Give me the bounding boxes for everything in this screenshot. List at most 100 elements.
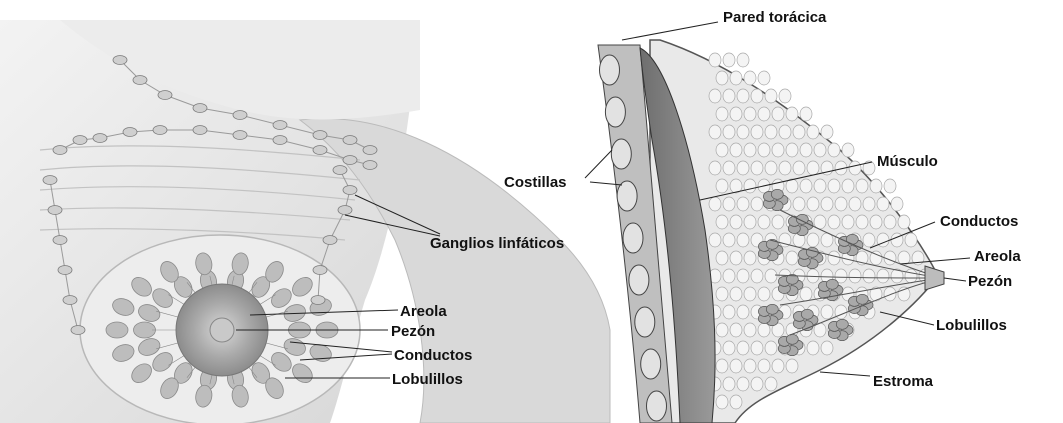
fat-cell bbox=[849, 269, 861, 283]
fat-cell bbox=[842, 215, 854, 229]
fat-cell bbox=[730, 71, 742, 85]
fat-cell bbox=[737, 125, 749, 139]
fat-cell bbox=[786, 251, 798, 265]
lymph-node bbox=[58, 266, 72, 275]
fat-cell bbox=[716, 323, 728, 337]
fat-cell bbox=[877, 269, 889, 283]
fat-cell bbox=[821, 197, 833, 211]
lymph-node bbox=[343, 186, 357, 195]
fat-cell bbox=[807, 125, 819, 139]
fat-cell bbox=[758, 143, 770, 157]
side-lobule bbox=[766, 304, 778, 314]
fat-cell bbox=[758, 287, 770, 301]
fat-cell bbox=[744, 251, 756, 265]
fat-cell bbox=[723, 125, 735, 139]
label-muscle: Músculo bbox=[877, 153, 938, 170]
fat-cell bbox=[744, 143, 756, 157]
lymph-node bbox=[343, 136, 357, 145]
fat-cell bbox=[821, 125, 833, 139]
lymph-node bbox=[133, 76, 147, 85]
lymph-node bbox=[193, 126, 207, 135]
lymph-node bbox=[313, 146, 327, 155]
fat-cell bbox=[765, 161, 777, 175]
fat-cell bbox=[870, 179, 882, 193]
lymph-node bbox=[153, 126, 167, 135]
lymph-node bbox=[158, 91, 172, 100]
label-lymph-nodes: Ganglios linfáticos bbox=[430, 235, 564, 252]
fat-cell bbox=[856, 179, 868, 193]
fat-cell bbox=[744, 71, 756, 85]
fat-cell bbox=[730, 359, 742, 373]
fat-cell bbox=[723, 197, 735, 211]
rib bbox=[605, 97, 625, 127]
fat-cell bbox=[786, 143, 798, 157]
lymph-node bbox=[323, 236, 337, 245]
fat-cell bbox=[758, 107, 770, 121]
lymph-node bbox=[53, 236, 67, 245]
fat-cell bbox=[744, 323, 756, 337]
lymph-node bbox=[313, 266, 327, 275]
label-side-ducts: Conductos bbox=[940, 213, 1018, 230]
fat-cell bbox=[842, 143, 854, 157]
lymph-node bbox=[333, 166, 347, 175]
rib bbox=[641, 349, 661, 379]
side-lobule bbox=[806, 247, 818, 257]
lymph-node bbox=[71, 326, 85, 335]
fat-cell bbox=[758, 71, 770, 85]
fat-cell bbox=[709, 53, 721, 67]
fat-cell bbox=[884, 179, 896, 193]
lymph-node bbox=[233, 131, 247, 140]
fat-cell bbox=[898, 215, 910, 229]
label-front-ducts: Conductos bbox=[394, 347, 472, 364]
fat-cell bbox=[709, 161, 721, 175]
fat-cell bbox=[716, 359, 728, 373]
side-lobule bbox=[856, 294, 868, 304]
fat-cell bbox=[821, 305, 833, 319]
fat-cell bbox=[723, 305, 735, 319]
fat-cell bbox=[863, 233, 875, 247]
fat-cell bbox=[716, 215, 728, 229]
lymph-node bbox=[193, 104, 207, 113]
lymph-node bbox=[93, 134, 107, 143]
fat-cell bbox=[849, 197, 861, 211]
fat-cell bbox=[751, 269, 763, 283]
fat-cell bbox=[772, 143, 784, 157]
lymph-node bbox=[123, 128, 137, 137]
fat-cell bbox=[772, 107, 784, 121]
rib bbox=[600, 55, 620, 85]
rib bbox=[617, 181, 637, 211]
fat-cell bbox=[835, 197, 847, 211]
fat-cell bbox=[807, 197, 819, 211]
fat-cell bbox=[737, 53, 749, 67]
fat-cell bbox=[814, 215, 826, 229]
side-nipple bbox=[925, 266, 944, 290]
fat-cell bbox=[723, 161, 735, 175]
fat-cell bbox=[716, 143, 728, 157]
label-side-lobules: Lobulillos bbox=[936, 317, 1007, 334]
label-front-areola: Areola bbox=[400, 303, 447, 320]
fat-cell bbox=[709, 125, 721, 139]
fat-cell bbox=[814, 179, 826, 193]
label-side-areola: Areola bbox=[974, 248, 1021, 265]
fat-cell bbox=[730, 287, 742, 301]
fat-cell bbox=[758, 359, 770, 373]
lymph-node bbox=[273, 136, 287, 145]
lymph-node bbox=[311, 296, 325, 305]
fat-cell bbox=[751, 125, 763, 139]
fat-cell bbox=[737, 197, 749, 211]
lymph-node bbox=[43, 176, 57, 185]
fat-cell bbox=[709, 89, 721, 103]
lymph-node bbox=[273, 121, 287, 130]
fat-cell bbox=[842, 179, 854, 193]
fat-cell bbox=[751, 341, 763, 355]
fat-cell bbox=[709, 233, 721, 247]
fat-cell bbox=[772, 215, 784, 229]
fat-cell bbox=[723, 233, 735, 247]
fat-cell bbox=[863, 269, 875, 283]
label-front-lobules: Lobulillos bbox=[392, 371, 463, 388]
lymph-node bbox=[313, 131, 327, 140]
fat-cell bbox=[723, 269, 735, 283]
fat-cell bbox=[779, 161, 791, 175]
label-stroma: Estroma bbox=[873, 373, 934, 390]
